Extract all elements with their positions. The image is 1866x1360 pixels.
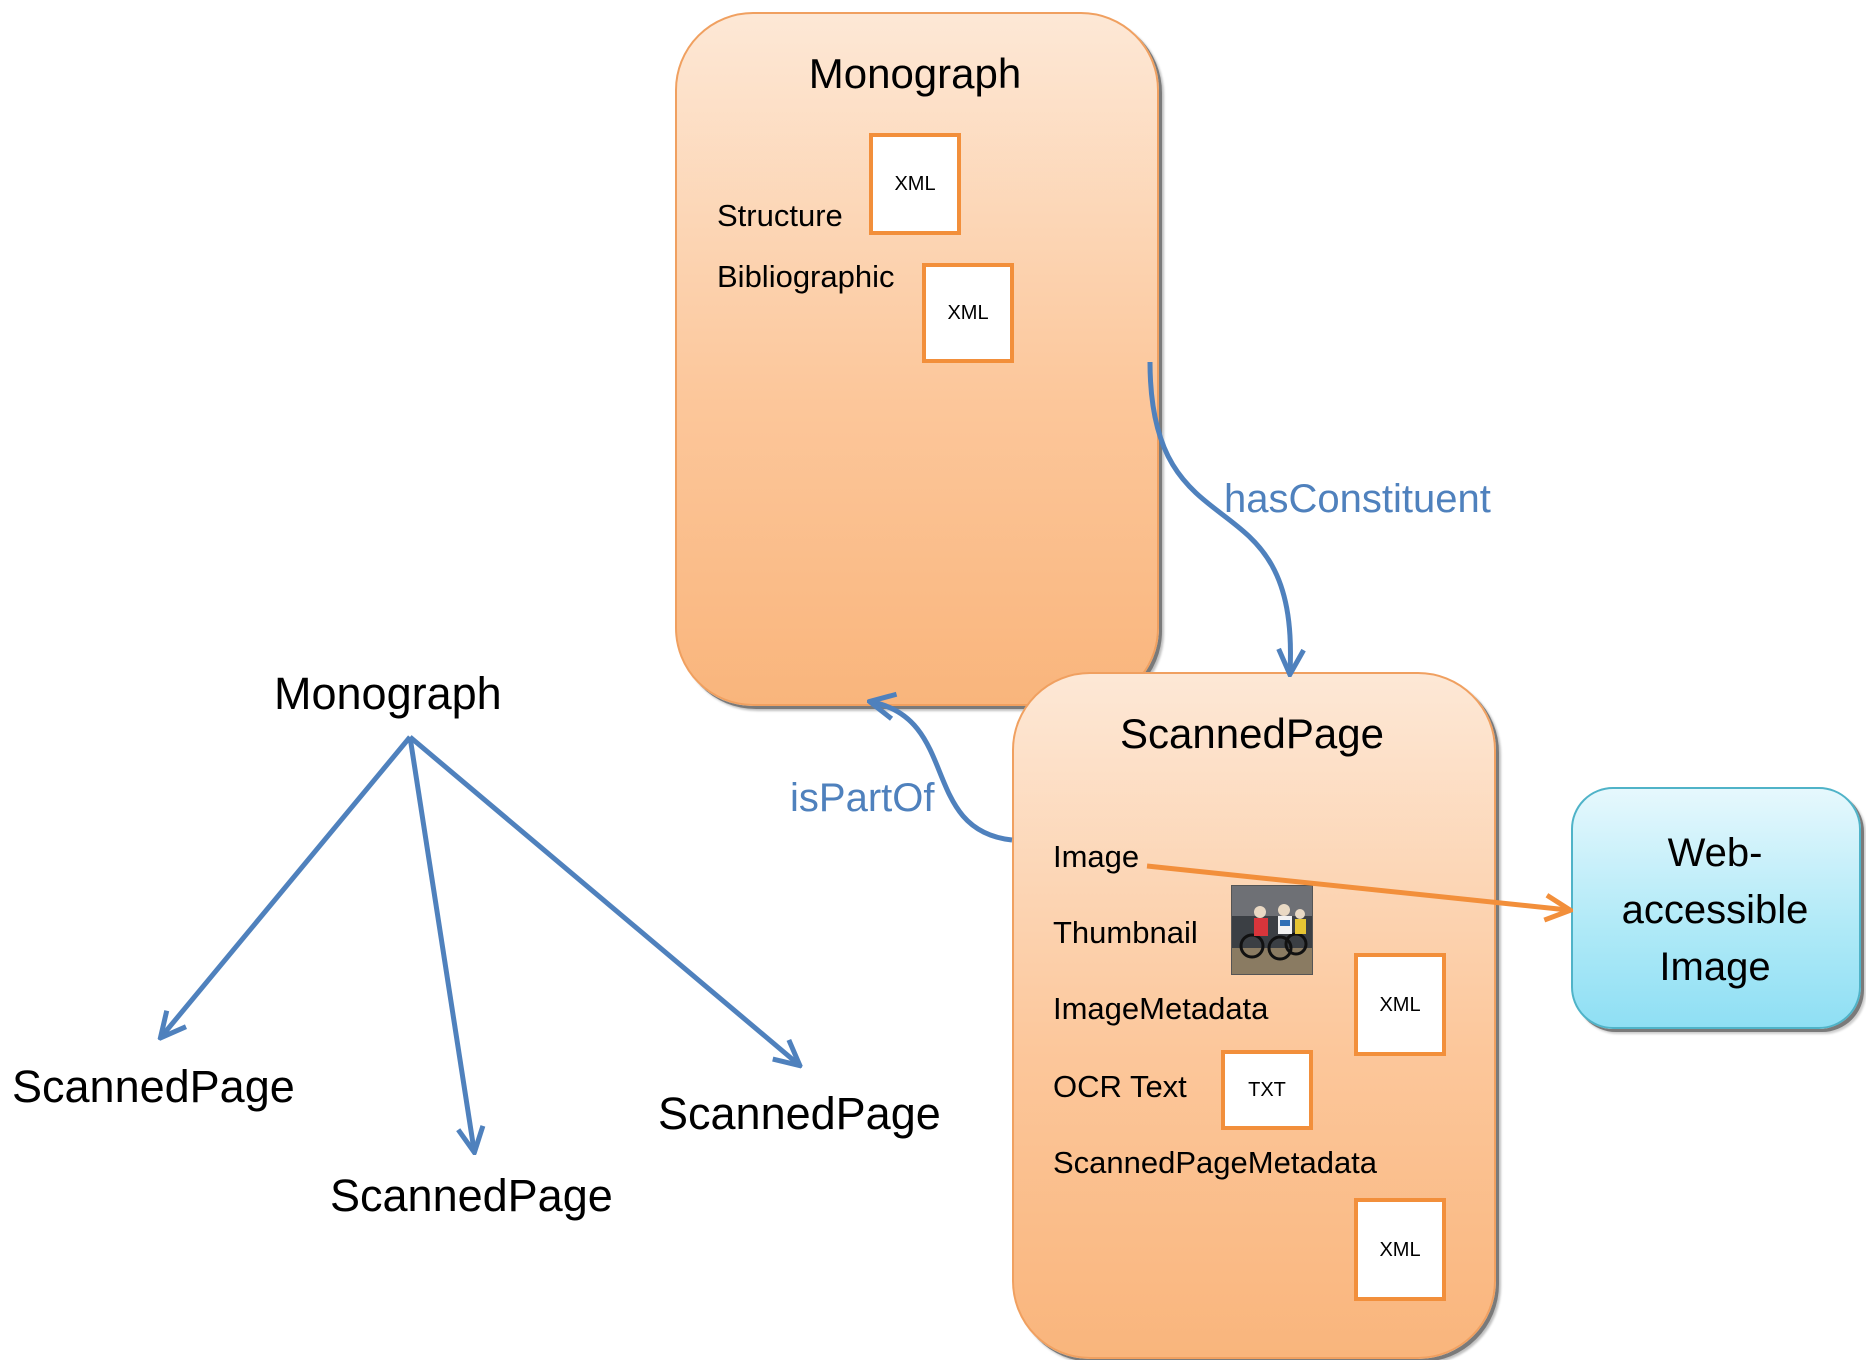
scanned-page-metadata-label: ScannedPageMetadata	[1053, 1145, 1378, 1180]
is-part-of-arrow	[872, 702, 1013, 843]
scanned-page-box-title: ScannedPage	[1120, 710, 1384, 757]
tree-root-monograph: Monograph	[274, 668, 502, 719]
web-accessible-image-box	[1571, 787, 1861, 1029]
has-constituent-arrow	[1147, 361, 1290, 672]
tree-arrow-left	[162, 735, 412, 1036]
is-part-of-label: isPartOf	[790, 776, 935, 820]
image-label: Image	[1053, 839, 1140, 874]
ocr-text-label: OCR Text	[1053, 1069, 1187, 1104]
ocr-txt-file: TXT	[1221, 1050, 1313, 1130]
tree-arrow-middle	[407, 736, 474, 1150]
image-to-web-arrow	[1146, 863, 1568, 910]
tree-child-scanned-page-left: ScannedPage	[12, 1061, 295, 1112]
thumbnail-label: Thumbnail	[1053, 915, 1198, 950]
tree-child-scanned-page-right: ScannedPage	[658, 1088, 941, 1139]
thumbnail-image	[1231, 885, 1313, 975]
has-constituent-label: hasConstituent	[1224, 477, 1491, 521]
tree-arrow-right	[408, 735, 798, 1064]
scanned-page-metadata-xml-file: XML	[1354, 1198, 1446, 1301]
bibliographic-label: Bibliographic	[717, 259, 895, 294]
structure-label: Structure	[717, 198, 843, 233]
monograph-box	[675, 12, 1159, 706]
web-accessible-image-title: Web-accessible Image	[1621, 831, 1809, 989]
tree-child-scanned-page-middle: ScannedPage	[330, 1170, 613, 1221]
image-metadata-label: ImageMetadata	[1053, 991, 1269, 1026]
structure-xml-file: XML	[869, 133, 961, 235]
cyclists-photo-icon	[1232, 886, 1312, 974]
monograph-box-title: Monograph	[808, 50, 1022, 97]
bibliographic-xml-file: XML	[922, 263, 1014, 363]
image-metadata-xml-file: XML	[1354, 953, 1446, 1056]
